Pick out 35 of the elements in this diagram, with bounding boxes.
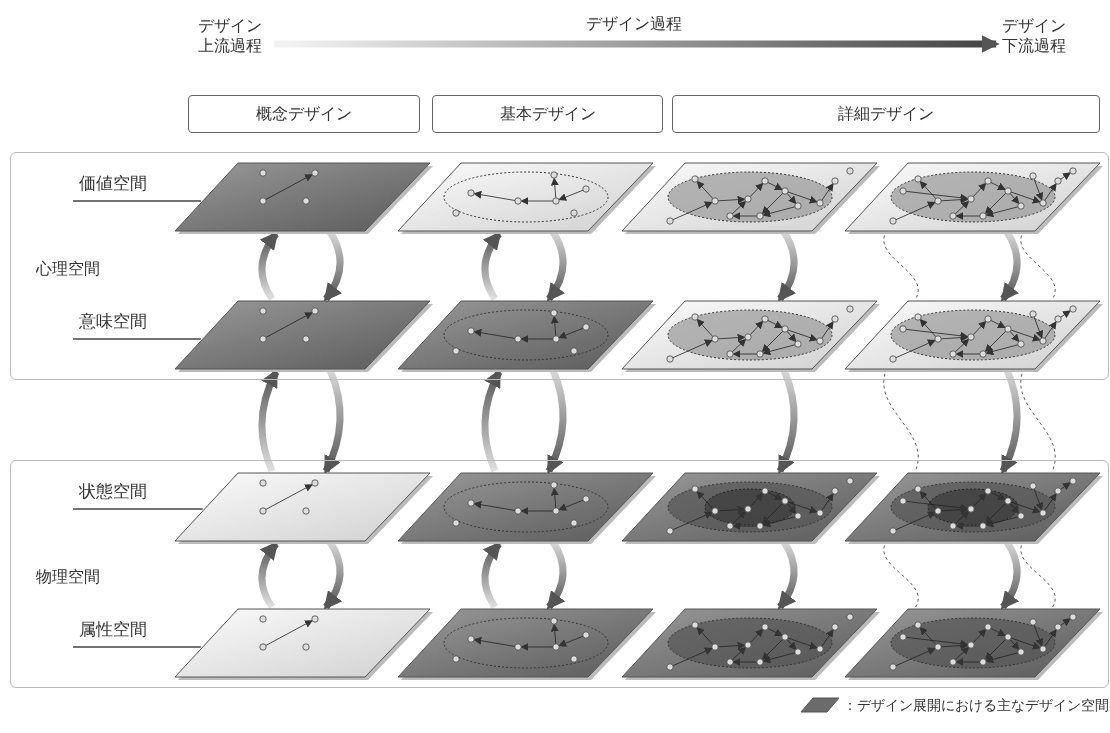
phase-box: 詳細デザイン <box>672 95 1100 133</box>
network-plane-drawing <box>173 299 435 373</box>
network-plane-drawing <box>396 299 658 373</box>
group-label: 心理空間 <box>36 259 100 279</box>
space-label: 意味空間 <box>79 311 169 337</box>
space-label: 属性空間 <box>79 619 169 645</box>
phase-box: 概念デザイン <box>188 95 420 133</box>
group-panel <box>10 152 1109 380</box>
stage-label: デザイン上流過程 <box>198 16 266 66</box>
network-plane-drawing <box>173 161 435 235</box>
phase-box: 基本デザイン <box>432 95 663 133</box>
network-plane-drawing <box>843 607 1105 681</box>
leader-line <box>72 338 202 340</box>
network-plane-drawing <box>620 299 882 373</box>
network-plane-drawing <box>620 161 882 235</box>
network-plane-drawing <box>396 161 658 235</box>
process-arrow <box>274 35 1000 53</box>
space-label: 価値空間 <box>79 173 169 199</box>
network-plane-drawing <box>173 607 435 681</box>
space-label: 状態空間 <box>79 481 169 507</box>
network-plane-drawing <box>620 471 882 545</box>
leader-line <box>72 646 202 648</box>
stage-label: デザイン下流過程 <box>1002 16 1070 66</box>
leader-line <box>72 508 204 510</box>
leader-line <box>72 200 202 202</box>
network-plane-drawing <box>843 299 1105 373</box>
legend-label: ：デザイン展開における主なデザイン空間 <box>843 696 1109 715</box>
network-plane-drawing <box>396 607 658 681</box>
network-plane-drawing <box>620 607 882 681</box>
network-plane-drawing <box>173 471 435 545</box>
group-label: 物理空間 <box>36 567 100 587</box>
group-panel <box>10 460 1109 688</box>
network-plane-drawing <box>396 471 658 545</box>
network-plane-drawing <box>843 161 1105 235</box>
network-plane-drawing <box>843 471 1105 545</box>
